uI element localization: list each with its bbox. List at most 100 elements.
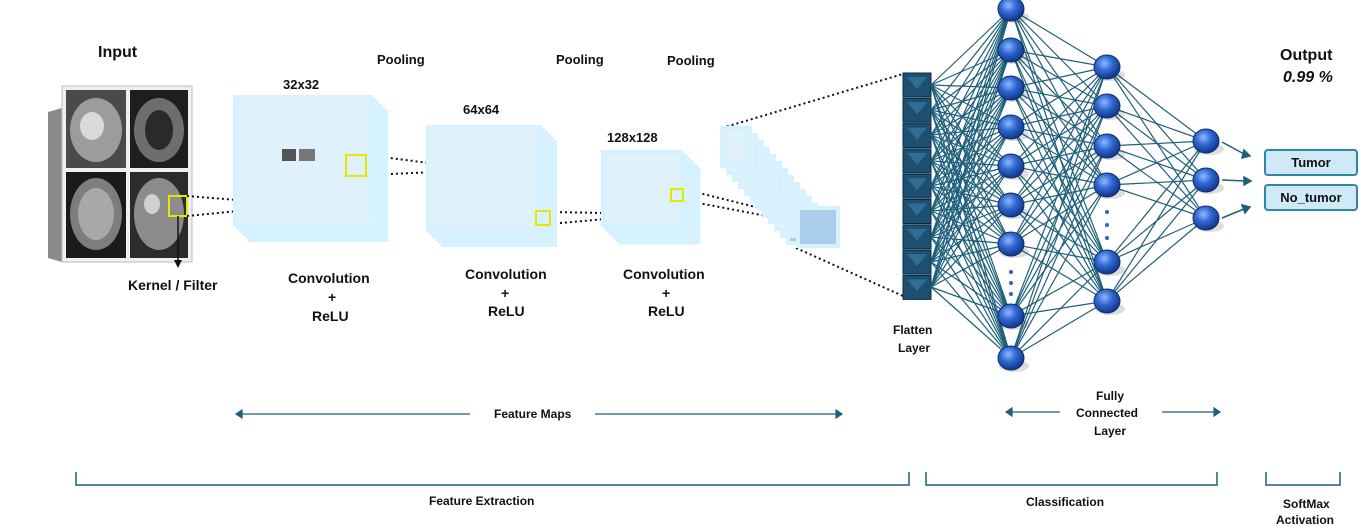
flatten-cell-arrow bbox=[907, 102, 927, 115]
conv3-relu: ReLU bbox=[648, 303, 685, 319]
edge bbox=[930, 87, 1012, 238]
edge bbox=[1010, 66, 1108, 128]
edge bbox=[930, 49, 1012, 263]
flatten-cell-arrow bbox=[907, 77, 927, 89]
section-feature-extraction: Feature Extraction bbox=[429, 494, 535, 508]
feature-map-stack-1 bbox=[233, 95, 388, 242]
output-arrows bbox=[1221, 141, 1253, 219]
edge bbox=[930, 236, 1012, 317]
ellipsis-dot bbox=[1009, 270, 1013, 274]
section-softmax-2: Activation bbox=[1276, 513, 1335, 527]
node bbox=[997, 153, 1025, 179]
edge bbox=[930, 8, 1012, 288]
flatten-cell-arrow bbox=[907, 178, 927, 191]
conv1-size: 32x32 bbox=[283, 77, 320, 92]
node bbox=[997, 37, 1025, 63]
input-image bbox=[48, 85, 193, 263]
flatten-layer bbox=[902, 72, 932, 300]
flatten-cell-arrow bbox=[907, 279, 927, 292]
edge bbox=[930, 185, 1012, 245]
edge bbox=[930, 87, 1012, 111]
edge bbox=[1010, 261, 1108, 317]
output-probability: 0.99 % bbox=[1283, 69, 1333, 86]
conv2-relu: ReLU bbox=[488, 303, 525, 319]
edge bbox=[1010, 66, 1108, 206]
edge bbox=[930, 8, 1012, 212]
edge bbox=[930, 49, 1012, 136]
feature-map-stack-4 bbox=[720, 126, 840, 248]
fm2-layer bbox=[426, 125, 542, 232]
fm4-front bbox=[796, 206, 840, 248]
class-box-no-tumor: No_tumor bbox=[1264, 184, 1358, 211]
edge bbox=[1010, 300, 1108, 317]
kernel-box-1 bbox=[345, 154, 367, 177]
ellipsis-dot bbox=[1009, 292, 1013, 296]
edge bbox=[1106, 140, 1207, 302]
fc-arrow bbox=[1004, 406, 1222, 418]
edge bbox=[1010, 66, 1108, 359]
edge bbox=[930, 261, 1012, 359]
feature-maps-arrow bbox=[234, 408, 844, 420]
node bbox=[997, 231, 1025, 257]
edge bbox=[1010, 66, 1108, 89]
edge bbox=[930, 185, 1012, 317]
edge bbox=[1010, 66, 1108, 317]
edge bbox=[930, 286, 1012, 359]
flatten-cell-arrow bbox=[907, 127, 927, 140]
edge bbox=[930, 134, 1012, 245]
edge bbox=[1010, 300, 1108, 359]
edge bbox=[930, 126, 1012, 288]
flatten-cell-arrow bbox=[907, 228, 927, 241]
edge bbox=[930, 261, 1012, 317]
node bbox=[1093, 172, 1121, 198]
edge bbox=[930, 160, 1012, 317]
node bbox=[997, 75, 1025, 101]
edge bbox=[930, 8, 1012, 187]
edge bbox=[1010, 8, 1108, 68]
edge bbox=[1010, 145, 1108, 359]
thumb-2 bbox=[299, 149, 315, 161]
edge bbox=[930, 109, 1012, 317]
edge bbox=[930, 87, 1012, 263]
conv3-label: Convolution bbox=[623, 266, 705, 282]
kernel-box-2 bbox=[535, 210, 551, 226]
kernel-filter-label: Kernel / Filter bbox=[128, 277, 218, 293]
conv3-size: 128x128 bbox=[607, 130, 658, 145]
feature-map-stack-3 bbox=[601, 150, 701, 245]
ellipsis-dot bbox=[1009, 281, 1013, 285]
edge bbox=[1010, 49, 1108, 68]
edge bbox=[930, 109, 1012, 167]
feature-map-stack-2 bbox=[426, 125, 557, 247]
section-brackets bbox=[75, 472, 1341, 486]
node bbox=[1093, 133, 1121, 159]
node bbox=[1192, 167, 1220, 193]
edge bbox=[930, 210, 1012, 359]
feature-maps-label: Feature Maps bbox=[494, 407, 572, 421]
fc-label-3: Layer bbox=[1094, 424, 1127, 438]
edge bbox=[930, 160, 1012, 245]
edge bbox=[930, 84, 1012, 317]
edge bbox=[930, 204, 1012, 288]
edge bbox=[930, 49, 1012, 187]
edge bbox=[1010, 184, 1108, 317]
input-title: Input bbox=[98, 44, 138, 61]
edge bbox=[930, 210, 1012, 317]
edge bbox=[1106, 140, 1207, 263]
conv1-plus: + bbox=[328, 289, 337, 305]
edge bbox=[930, 8, 1012, 136]
kernel-box-3 bbox=[670, 188, 684, 202]
edge bbox=[1010, 105, 1108, 359]
node bbox=[997, 0, 1025, 22]
edge bbox=[930, 185, 1012, 359]
flatten-cell-arrow bbox=[907, 254, 927, 267]
flatten-label-2: Layer bbox=[898, 341, 931, 355]
node bbox=[1093, 249, 1121, 275]
edge bbox=[930, 8, 1012, 86]
edge bbox=[1010, 105, 1108, 245]
conv2-plus: + bbox=[501, 285, 510, 301]
conv2-size: 64x64 bbox=[463, 102, 500, 117]
edge bbox=[930, 49, 1012, 111]
flatten-label-1: Flatten bbox=[893, 323, 933, 337]
edge bbox=[930, 49, 1012, 162]
edge bbox=[930, 165, 1012, 288]
